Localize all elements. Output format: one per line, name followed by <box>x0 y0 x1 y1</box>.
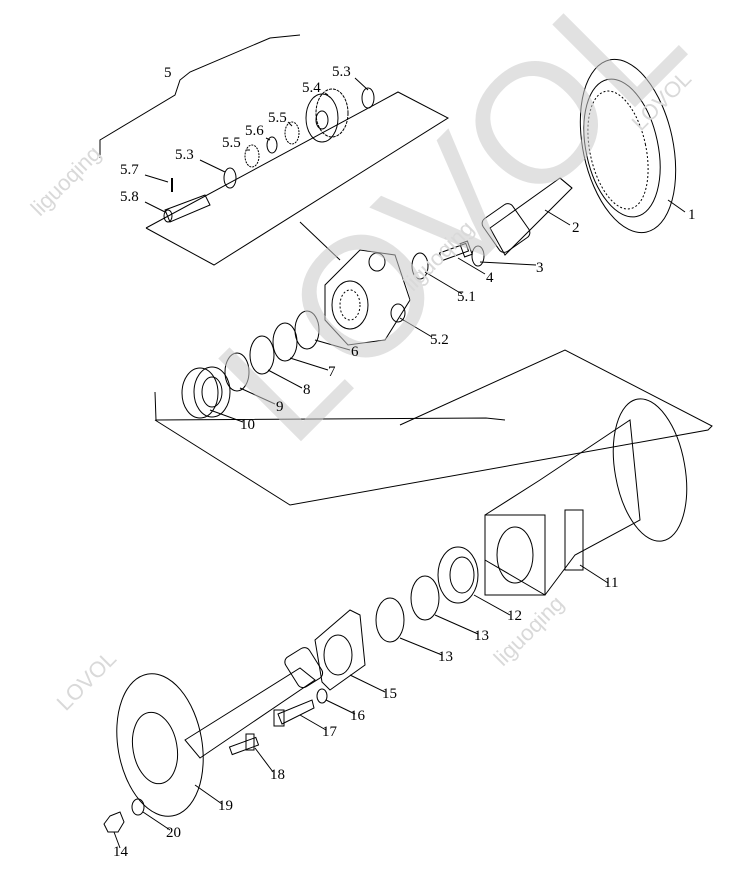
washer-16 <box>316 688 328 704</box>
label-5-8: 5.8 <box>120 189 139 205</box>
needle-bearing-5-5b <box>244 144 260 168</box>
washer-5-3-bottom <box>223 167 237 189</box>
label-7: 7 <box>328 364 336 380</box>
label-5-1: 5.1 <box>457 289 476 305</box>
label-13-a: 13 <box>474 628 489 644</box>
planet-shaft-5-8 <box>163 194 211 223</box>
label-5-7: 5.7 <box>120 162 139 178</box>
axle-housing <box>484 398 688 596</box>
o-ring-6 <box>294 310 320 350</box>
ring-gear <box>579 58 677 234</box>
label-12: 12 <box>507 608 522 624</box>
lock-washer <box>471 245 485 267</box>
leader-line <box>299 221 341 261</box>
label-5-2: 5.2 <box>430 332 449 348</box>
label-5-4: 5.4 <box>302 80 321 96</box>
snap-ring-9 <box>224 352 250 392</box>
label-20: 20 <box>166 825 181 841</box>
label-5-3-bottom: 5.3 <box>175 147 194 163</box>
hub-plane <box>154 391 506 421</box>
label-5-5-bottom: 5.5 <box>222 135 241 151</box>
label-5: 5 <box>164 65 172 81</box>
label-8: 8 <box>303 382 311 398</box>
label-18: 18 <box>270 767 285 783</box>
axle-housing-plane <box>154 349 713 506</box>
label-15: 15 <box>382 686 397 702</box>
label-14: 14 <box>113 844 128 860</box>
label-2: 2 <box>572 220 580 236</box>
label-3: 3 <box>536 260 544 276</box>
label-11: 11 <box>604 575 619 591</box>
planet-carrier <box>324 249 411 346</box>
bolt <box>438 240 473 262</box>
label-9: 9 <box>276 399 284 415</box>
wheel-stud-18 <box>228 733 260 756</box>
thrust-washer <box>411 252 429 280</box>
label-5-3-top: 5.3 <box>332 64 351 80</box>
seal-13a <box>410 575 440 621</box>
planet-gear <box>305 88 349 143</box>
washer-20 <box>131 798 145 816</box>
washer-5-3-top <box>361 87 375 109</box>
o-ring-7 <box>272 322 298 362</box>
spacer-5-6 <box>266 136 278 154</box>
label-4: 4 <box>486 270 494 286</box>
leader-lines <box>113 77 686 849</box>
bearing-12 <box>437 546 479 604</box>
label-17: 17 <box>322 724 337 740</box>
seal-13b <box>375 597 405 643</box>
label-13-b: 13 <box>438 649 453 665</box>
label-19: 19 <box>218 798 233 814</box>
axle-shaft <box>116 647 324 817</box>
nut-14 <box>103 811 125 833</box>
o-ring-8 <box>249 335 275 375</box>
label-5-6: 5.6 <box>245 123 264 139</box>
planet-carrier-plane <box>145 91 450 266</box>
label-10: 10 <box>240 417 255 433</box>
bearing-10 <box>181 366 231 419</box>
label-1: 1 <box>688 207 696 223</box>
seal-cover <box>314 609 366 691</box>
label-5-5-top: 5.5 <box>268 110 287 126</box>
bolt-17 <box>273 699 315 727</box>
bracket-5 <box>99 34 301 158</box>
sun-shaft <box>481 177 573 256</box>
needle-bearing-5-5a <box>284 121 300 145</box>
label-16: 16 <box>350 708 365 724</box>
label-6: 6 <box>351 344 359 360</box>
